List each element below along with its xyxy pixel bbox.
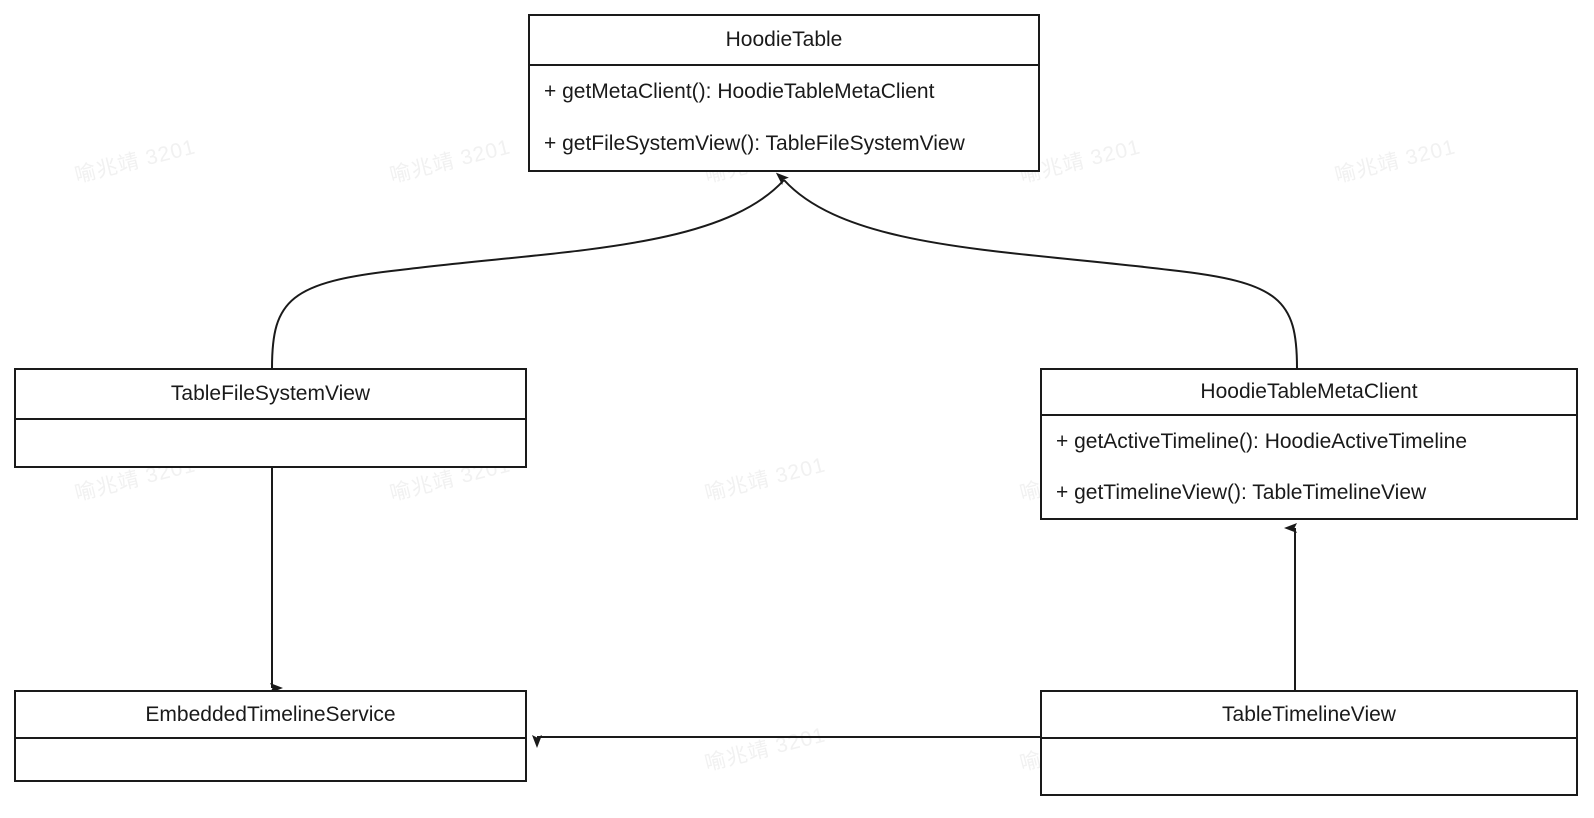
class-name-table-timeline-view: TableTimelineView bbox=[1042, 692, 1576, 739]
class-members-embedded-timeline-service bbox=[16, 739, 525, 780]
class-box-embedded-timeline-service[interactable]: EmbeddedTimelineService bbox=[14, 690, 527, 782]
class-name-hoodie-table-meta-client: HoodieTableMetaClient bbox=[1042, 370, 1576, 416]
class-members-table-file-system-view bbox=[16, 420, 525, 466]
class-members-table-timeline-view bbox=[1042, 739, 1576, 794]
watermark-text: 喻兆靖 3201 bbox=[702, 723, 829, 776]
class-members-hoodie-table: + getMetaClient(): HoodieTableMetaClient… bbox=[530, 66, 1038, 170]
class-member: + getTimelineView(): TableTimelineView bbox=[1056, 480, 1427, 504]
class-box-hoodie-table-meta-client[interactable]: HoodieTableMetaClient + getActiveTimeline… bbox=[1040, 368, 1578, 520]
class-name-embedded-timeline-service: EmbeddedTimelineService bbox=[16, 692, 525, 739]
watermark-text: 喻兆靖 3201 bbox=[702, 453, 829, 506]
class-name-table-file-system-view: TableFileSystemView bbox=[16, 370, 525, 420]
class-members-hoodie-table-meta-client: + getActiveTimeline(): HoodieActiveTimel… bbox=[1042, 416, 1576, 518]
class-member: + getMetaClient(): HoodieTableMetaClient bbox=[544, 80, 935, 103]
edge-tablefilesystemview-to-hoodietable bbox=[271, 172, 789, 369]
edge-hoodietablemetaclient-to-hoodietable bbox=[783, 179, 1298, 369]
watermark-text: 喻兆靖 3201 bbox=[72, 135, 199, 188]
watermark-text: 喻兆靖 3201 bbox=[387, 135, 514, 188]
watermark-text: 喻兆靖 3201 bbox=[1332, 135, 1459, 188]
class-member: + getActiveTimeline(): HoodieActiveTimel… bbox=[1056, 429, 1468, 453]
class-box-hoodie-table[interactable]: HoodieTable+ getMetaClient(): HoodieTabl… bbox=[528, 14, 1040, 172]
class-name-hoodie-table: HoodieTable bbox=[530, 16, 1038, 66]
class-box-table-timeline-view[interactable]: TableTimelineView bbox=[1040, 690, 1578, 796]
class-member: + getFileSystemView(): TableFileSystemVi… bbox=[544, 132, 965, 155]
class-box-table-file-system-view[interactable]: TableFileSystemView bbox=[14, 368, 527, 468]
